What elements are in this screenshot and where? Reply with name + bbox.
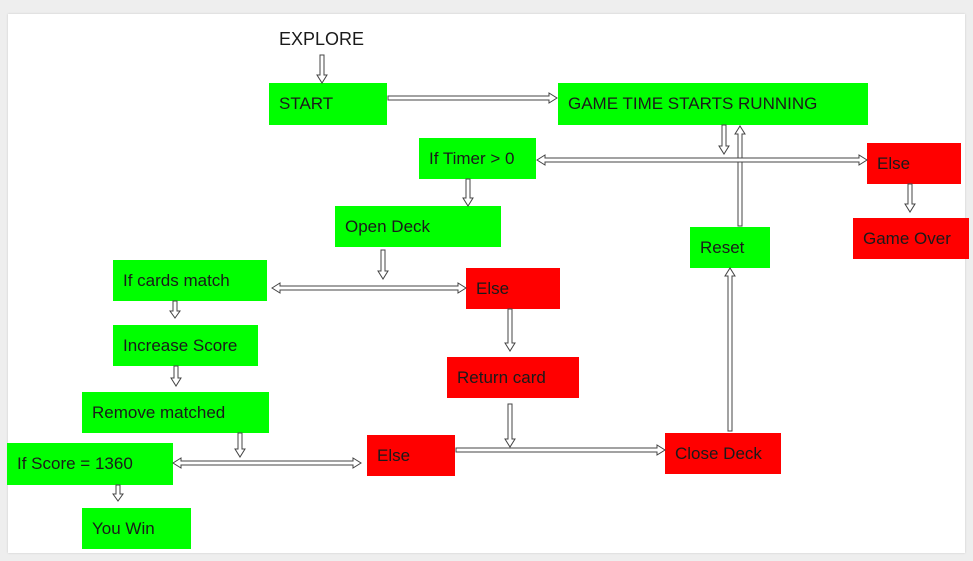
return-card-node: Return card (447, 357, 579, 398)
close-deck-node: Close Deck (665, 433, 781, 474)
game-time-node: GAME TIME STARTS RUNNING (558, 83, 868, 125)
else-cards-node: Else (466, 268, 560, 309)
start-node: START (269, 83, 387, 125)
open-deck-node: Open Deck (335, 206, 501, 247)
remove-matched-node: Remove matched (82, 392, 269, 433)
if-timer-node: If Timer > 0 (419, 138, 536, 179)
explore-label: EXPLORE (279, 28, 365, 49)
you-win-node: You Win (82, 508, 191, 549)
if-cards-match-node: If cards match (113, 260, 267, 301)
reset-node: Reset (690, 227, 770, 268)
else-score-node: Else (367, 435, 455, 476)
else-timer-node: Else (867, 143, 961, 184)
game-over-node: Game Over (853, 218, 969, 259)
increase-score-node: Increase Score (113, 325, 258, 366)
if-score-node: If Score = 1360 (7, 443, 173, 485)
